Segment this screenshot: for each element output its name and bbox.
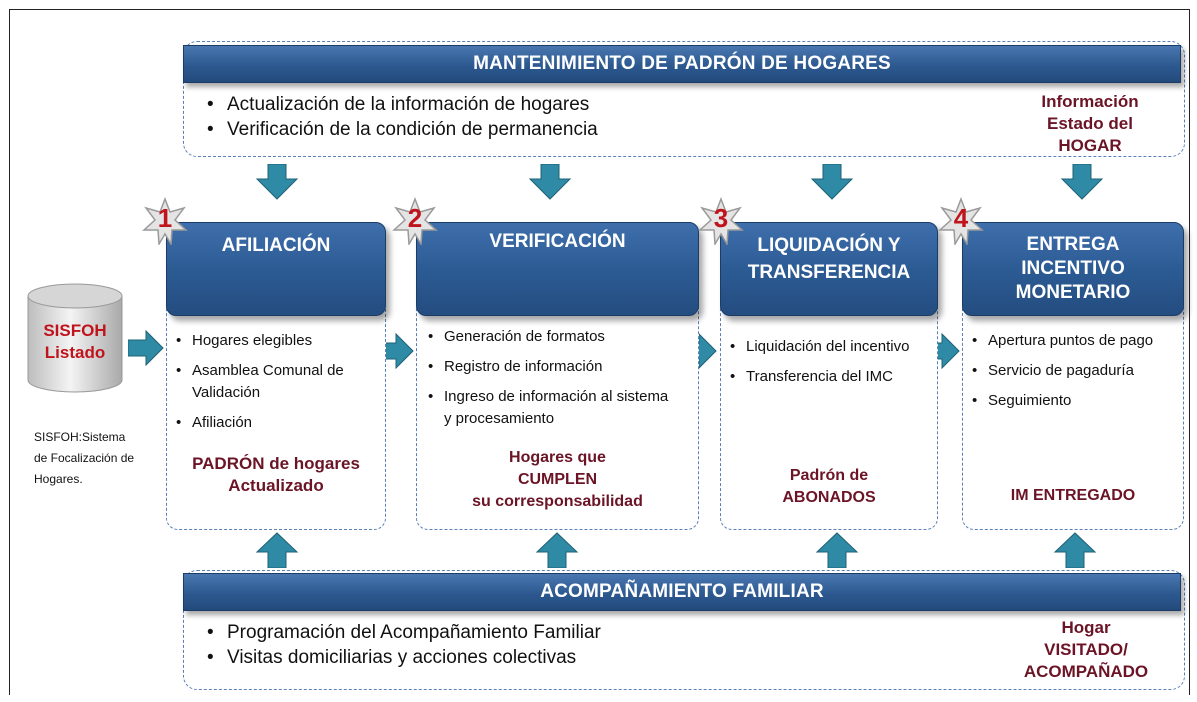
step-number: 1 [157,203,173,233]
step-title-line: INCENTIVO [1021,258,1125,279]
up-arrow-icon [255,532,299,568]
down-arrow-icon [810,164,854,200]
step-3-items: Liquidación del incentivo Transferencia … [728,336,928,396]
result-line: PADRÓN de hogares [192,454,360,473]
step-2-badge: 2 [391,196,439,247]
step-title-line: LIQUIDACIÓN Y [757,235,901,256]
step-3-header: LIQUIDACIÓN Y TRANSFERENCIA [720,222,938,316]
down-arrow-icon [1060,164,1104,200]
step-1-badge: 1 [141,196,189,247]
list-item: Liquidación del incentivo [728,336,928,358]
maintenance-result-line: Información [1041,92,1139,111]
star-icon [142,196,188,247]
accompaniment-bullet: Visitas domiciliarias y acciones colecti… [205,645,601,670]
database-icon [27,283,123,393]
step-title-line: VERIFICACIÓN [489,231,626,252]
step-1-items: Hogares elegibles Asamblea Comunal de Va… [174,330,374,442]
step-3-result: Padrón de ABONADOS [724,465,934,509]
list-item: Transferencia del IMC [728,366,928,388]
step-4-header: ENTREGA INCENTIVO MONETARIO [962,222,1184,316]
result-line: Actualizado [228,476,324,495]
star-icon [392,196,438,247]
step-title-line: MONETARIO [1015,282,1131,303]
accompaniment-banner: ACOMPAÑAMIENTO FAMILIAR [183,573,1181,611]
step-title-line: TRANSFERENCIA [747,262,911,283]
star-icon [938,196,984,247]
step-4-items: Apertura puntos de pago Servicio de paga… [970,330,1175,420]
source-label: SISFOH Listado [26,320,124,364]
step-4-result: IM ENTREGADO [966,485,1180,507]
result-line: su corresponsabilidad [472,493,643,510]
maintenance-bullet: Actualización de la información de hogar… [205,92,598,117]
accompaniment-result-line: VISITADO/ [1044,640,1128,659]
result-line: CUMPLEN [517,471,598,488]
down-arrow-icon [255,164,299,200]
step-3-badge: 3 [697,196,745,247]
up-arrow-icon [535,532,579,568]
list-item: Seguimiento [970,390,1175,412]
result-line: Hogares que [509,449,606,466]
step-title-line: ENTREGA [1026,234,1120,255]
maintenance-bullets: Actualización de la información de hogar… [205,92,598,142]
up-arrow-icon [815,532,859,568]
maintenance-result-line: HOGAR [1058,136,1122,155]
right-arrow-icon [128,330,164,366]
outer-frame [9,9,1190,695]
accompaniment-bullet: Programación del Acompañamiento Familiar [205,620,601,645]
step-4-badge: 4 [937,196,985,247]
list-item: Afiliación [174,412,374,434]
list-item: Asamblea Comunal de Validación [174,360,374,404]
source-note: SISFOH:Sistema de Focalización de Hogare… [34,427,134,490]
list-item: Servicio de pagaduría [970,360,1175,382]
step-1-result: PADRÓN de hogares Actualizado [170,453,382,497]
accompaniment-result: Hogar VISITADO/ ACOMPAÑADO [1000,617,1172,683]
accompaniment-bullets: Programación del Acompañamiento Familiar… [205,620,601,670]
maintenance-banner: MANTENIMIENTO DE PADRÓN DE HOGARES [183,45,1181,83]
source-label-line: Listado [44,343,106,362]
list-item: Generación de formatos [426,326,676,348]
down-arrow-icon [528,164,572,200]
up-arrow-icon [1053,532,1097,568]
source-note-line: de Focalización de [34,451,135,465]
step-2-items: Generación de formatos Registro de infor… [426,326,676,438]
list-item: Apertura puntos de pago [970,330,1175,352]
step-1-header: AFILIACIÓN [166,222,386,316]
source-label-line: SISFOH [43,321,107,340]
result-line: IM ENTREGADO [1010,487,1136,504]
maintenance-bullet: Verificación de la condición de permanen… [205,117,598,142]
accompaniment-title: ACOMPAÑAMIENTO FAMILIAR [540,581,824,602]
maintenance-title: MANTENIMIENTO DE PADRÓN DE HOGARES [473,53,891,74]
list-item: Ingreso de información al sistema y proc… [426,386,676,430]
accompaniment-result-line: ACOMPAÑADO [1023,662,1149,681]
result-line: Padrón de [789,467,869,484]
maintenance-result-line: Estado del [1047,114,1133,133]
step-number: 4 [953,203,969,233]
list-item: Registro de información [426,356,676,378]
accompaniment-result-line: Hogar [1061,618,1111,637]
step-2-header: VERIFICACIÓN [416,222,699,316]
star-icon [698,196,744,247]
source-note-line: Hogares. [34,472,83,486]
result-line: ABONADOS [782,489,876,506]
source-note-line: SISFOH:Sistema [34,430,126,444]
step-number: 3 [713,203,729,233]
list-item: Hogares elegibles [174,330,374,352]
maintenance-result: Información Estado del HOGAR [1015,91,1165,157]
step-title-line: AFILIACIÓN [221,235,331,256]
step-number: 2 [407,203,423,233]
step-2-result: Hogares que CUMPLEN su corresponsabilida… [420,447,695,513]
